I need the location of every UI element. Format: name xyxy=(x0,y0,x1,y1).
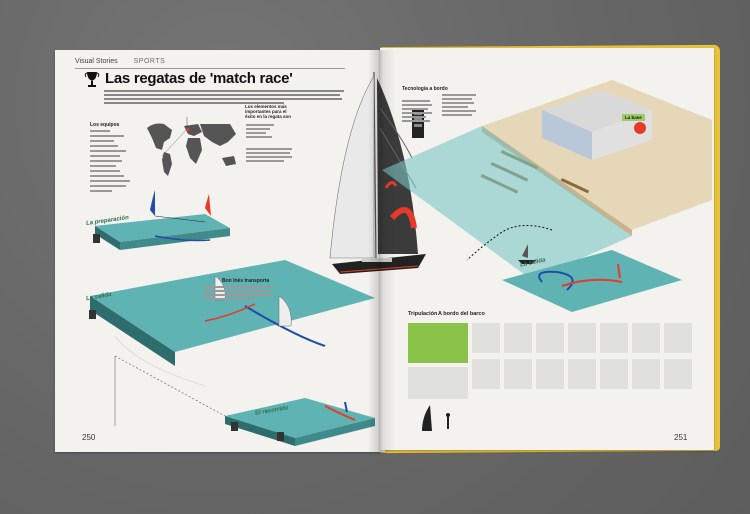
elements-list xyxy=(246,124,284,140)
header-left: Visual Stories xyxy=(75,58,118,65)
intro-text xyxy=(104,90,344,108)
book-gutter xyxy=(368,50,396,452)
sail-figure-icon xyxy=(422,405,450,431)
elements-note: Los elementos más importantes para el éx… xyxy=(245,104,295,121)
page-header: Visual Stories SPORTS xyxy=(75,58,165,65)
teams-list xyxy=(90,130,135,195)
section-tech: Tecnología a bordo xyxy=(402,86,448,92)
race-diagram-right xyxy=(382,80,712,312)
elements-note-title: Los elementos más importantes para el éx… xyxy=(245,104,292,119)
tech-text xyxy=(402,100,432,124)
section-base: La base xyxy=(622,114,645,121)
crew-panel: Tripulación A bordo del barco xyxy=(408,311,698,441)
tech-notes xyxy=(442,94,476,118)
page-number-left: 250 xyxy=(82,433,96,442)
mid-note-title: Bon Inès transporta xyxy=(222,278,270,284)
race-diagram-left xyxy=(89,190,375,446)
header-section: SPORTS xyxy=(133,58,166,65)
cup-icon xyxy=(84,72,100,87)
page-number-right: 251 xyxy=(674,433,688,442)
page-title: Las regatas de 'match race' xyxy=(105,70,293,87)
header-rule xyxy=(75,68,345,69)
elements-desc xyxy=(246,148,292,164)
world-map xyxy=(142,116,242,186)
crew-title: A bordo del barco xyxy=(438,311,485,317)
tripulation-title: Tripulación xyxy=(408,311,438,317)
open-book: Visual Stories SPORTS Las regatas de 'ma… xyxy=(50,44,720,456)
teams-title: Los equipos xyxy=(90,122,120,128)
mid-note-text xyxy=(204,286,274,302)
